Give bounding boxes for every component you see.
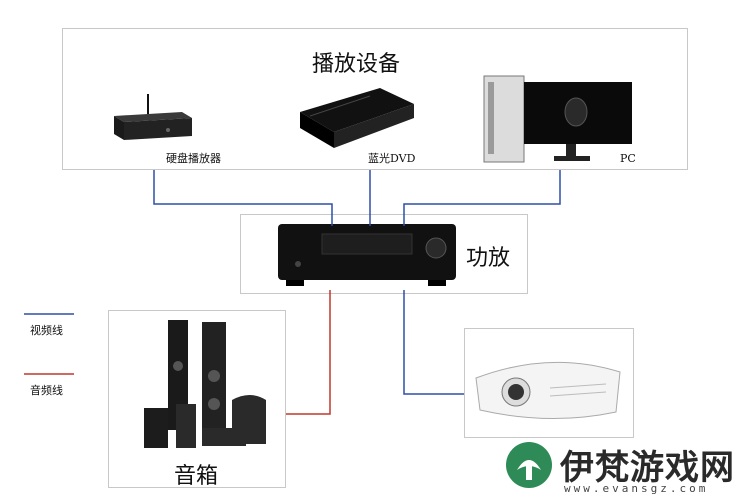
- bluray-dvd-label: 蓝光DVD: [368, 152, 416, 165]
- hdd-player-label: 硬盘播放器: [166, 152, 221, 165]
- pc-image: [483, 75, 632, 163]
- bluray-dvd-image: [300, 88, 414, 148]
- wire-hdd-to-amp: [153, 170, 333, 226]
- watermark-logo-icon: [506, 442, 552, 488]
- legend-video-label: 视频线: [30, 324, 63, 337]
- wire-amp-to-speakers: [286, 290, 331, 415]
- projector-image: [475, 361, 621, 419]
- amplifier-label: 功放: [466, 246, 511, 271]
- source-group-title: 播放设备: [312, 52, 401, 77]
- wire-amp-to-projector: [403, 290, 464, 395]
- wire-pc-to-amp: [403, 170, 561, 226]
- legend-audio-label: 音频线: [30, 384, 63, 397]
- pc-label: PC: [620, 152, 636, 165]
- amplifier-image: [278, 224, 456, 286]
- watermark-url: www.evansgz.com: [564, 482, 709, 495]
- speakers-image: [144, 320, 266, 448]
- watermark: 伊梵游戏网 www.evansgz.com: [500, 438, 750, 500]
- speakers-label: 音箱: [174, 464, 219, 489]
- hdd-player-image: [114, 94, 192, 140]
- watermark-text: 伊梵游戏网: [560, 448, 735, 488]
